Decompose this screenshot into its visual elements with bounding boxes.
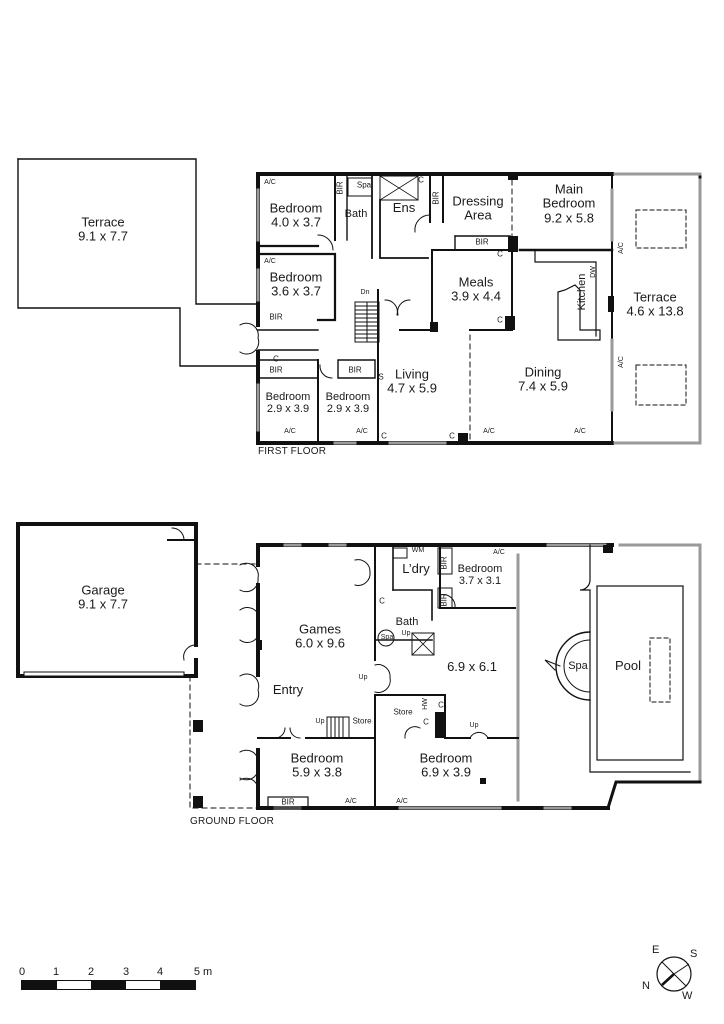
room-bath: Bath [344, 207, 368, 220]
stair-up-label: Up [469, 722, 479, 730]
room-bedroom-g1: Bedroom 3.7 x 3.1 [457, 562, 503, 587]
compass-west: W [682, 990, 693, 1002]
scale-bar: 0 1 2 3 4 5 m [18, 966, 230, 990]
scale-tick: 0 [18, 966, 26, 978]
room-living: Living 4.7 x 5.9 [387, 366, 437, 396]
ground-floor-title: GROUND FLOOR [190, 816, 275, 827]
stair-down-label: Dn [360, 289, 370, 297]
room-dining: Dining 7.4 x 5.9 [518, 364, 568, 394]
bir-label: BIR [269, 312, 283, 322]
stair-up-label: Up [401, 630, 411, 638]
room-main-bedroom: Main Bedroom 9.2 x 5.8 [542, 181, 596, 226]
room-ens: Ens [392, 199, 416, 215]
cupboard-label: C [438, 700, 444, 710]
ac-label: A/C [345, 798, 357, 806]
dishwasher-label: DW [590, 266, 598, 278]
room-garage: Garage 9.1 x 7.7 [78, 582, 128, 612]
room-terrace-east: Terrace 4.6 x 13.8 [626, 289, 684, 319]
cupboard-label: C [381, 431, 387, 441]
ac-label: A/C [284, 428, 296, 436]
scale-tick: 5 m [193, 966, 213, 978]
ac-label: A/C [356, 428, 368, 436]
ac-label: A/C [574, 428, 586, 436]
room-bedroom-g2: Bedroom 5.9 x 3.8 [290, 750, 344, 780]
room-spa: Spa [568, 659, 588, 672]
scale-tick: 1 [52, 966, 60, 978]
room-meals: Meals 3.9 x 4.4 [451, 274, 501, 304]
ac-label: A/C [618, 242, 626, 254]
bir-label: BIR [335, 181, 345, 195]
room-terrace-west: Terrace 9.1 x 7.7 [78, 214, 128, 244]
room-bath-g: Bath [395, 615, 419, 628]
compass-icon: E S N W [642, 944, 708, 1006]
bir-label: BIR [269, 365, 283, 375]
bir-label: BIR [431, 191, 441, 205]
room-bedroom-g3: Bedroom 6.9 x 3.9 [419, 750, 473, 780]
bir-label: BIR [439, 556, 449, 570]
room-bedroom-3: Bedroom 2.9 x 3.9 [265, 390, 311, 415]
compass-north: N [642, 980, 650, 992]
spa-label: Spa [356, 180, 372, 190]
room-bedroom-2: Bedroom 3.6 x 3.7 [269, 269, 323, 299]
room-dressing-area: Dressing Area [452, 193, 504, 223]
ac-label: A/C [264, 179, 276, 187]
scale-bar-segments [21, 980, 196, 990]
room-rumpus: 6.9 x 6.1 [447, 658, 497, 674]
stair-s-label: S [378, 372, 384, 382]
room-store-2: Store [393, 707, 413, 717]
cupboard-label: C [423, 717, 429, 727]
ac-label: A/C [264, 258, 276, 266]
cupboard-label: C [418, 175, 424, 185]
washing-machine-label: WM [411, 547, 425, 555]
room-kitchen: Kitchen [575, 273, 588, 311]
stair-up-label: Up [315, 718, 325, 726]
scale-tick: 2 [87, 966, 95, 978]
ac-label: A/C [618, 356, 626, 368]
hot-water-label: HW [422, 698, 430, 710]
bir-label: BIR [281, 797, 295, 807]
compass-south: S [690, 948, 698, 960]
cupboard-label: C [497, 315, 503, 325]
room-bedroom-4: Bedroom 2.9 x 3.9 [325, 390, 371, 415]
room-laundry: L’dry [402, 560, 430, 576]
scale-tick: 3 [122, 966, 130, 978]
room-games: Games 6.0 x 9.6 [295, 621, 345, 651]
spa-label: Spa [380, 634, 394, 642]
room-entry: Entry [272, 681, 304, 697]
room-pool: Pool [614, 657, 642, 673]
cupboard-label: C [379, 596, 385, 606]
room-store-1: Store [352, 716, 372, 726]
bir-label: BIR [348, 365, 362, 375]
ac-label: A/C [483, 428, 495, 436]
compass-east: E [652, 944, 660, 956]
first-floor-title: FIRST FLOOR [258, 446, 327, 457]
bir-label: BIR [475, 237, 489, 247]
ac-label: A/C [396, 798, 408, 806]
bir-label: BIR [439, 593, 449, 607]
cupboard-label: C [497, 249, 503, 259]
room-bedroom-1: Bedroom 4.0 x 3.7 [269, 200, 323, 230]
cupboard-label: C [273, 354, 279, 364]
ac-label: A/C [493, 549, 505, 557]
cupboard-label: C [449, 431, 455, 441]
scale-tick: 4 [156, 966, 164, 978]
stair-up-label: Up [358, 674, 368, 682]
